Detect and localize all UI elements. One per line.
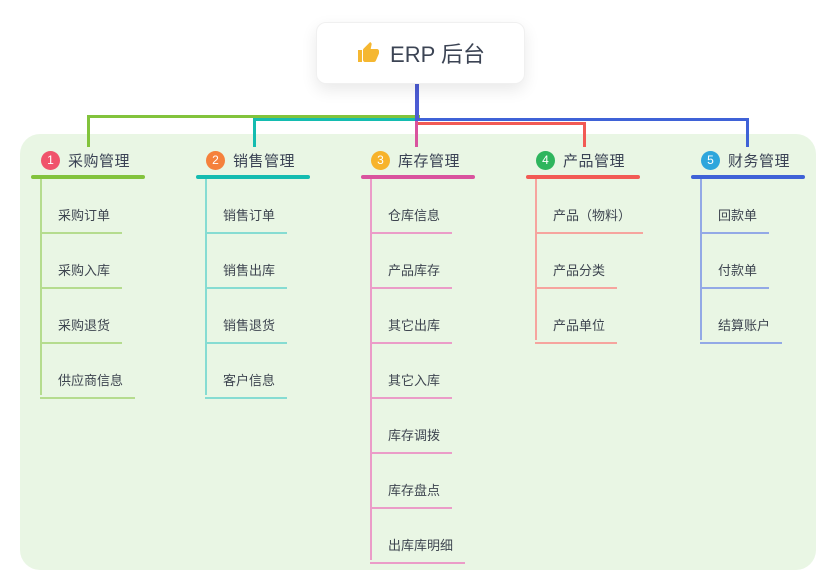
child-node-row: 客户信息 xyxy=(205,344,361,399)
branch-children: 回款单 付款单 结算账户 xyxy=(700,179,839,344)
child-node-row: 供应商信息 xyxy=(40,344,196,399)
child-node-row: 产品单位 xyxy=(535,289,691,344)
connector-branch2-vertical xyxy=(253,118,256,147)
branch-children-connector xyxy=(535,179,537,340)
branch-number-badge: 1 xyxy=(41,151,60,170)
child-node[interactable]: 采购入库 xyxy=(40,260,123,289)
child-node[interactable]: 供应商信息 xyxy=(40,370,136,399)
connector-branch1-horizontal xyxy=(87,115,420,118)
child-node[interactable]: 产品单位 xyxy=(535,315,618,344)
branch-children-connector xyxy=(370,179,372,560)
branch-purchase: 1 采购管理 采购订单 采购入库 采购退货 供应商信息 xyxy=(31,146,196,399)
connector-root-vertical xyxy=(415,82,419,121)
branch-number-badge: 3 xyxy=(371,151,390,170)
branch-node-purchase[interactable]: 1 采购管理 xyxy=(31,146,196,175)
child-node[interactable]: 回款单 xyxy=(700,205,770,234)
branch-node-inventory[interactable]: 3 库存管理 xyxy=(361,146,526,175)
child-node[interactable]: 其它入库 xyxy=(370,370,453,399)
child-node[interactable]: 产品库存 xyxy=(370,260,453,289)
child-node[interactable]: 销售退货 xyxy=(205,315,288,344)
branch-node-label: 销售管理 xyxy=(233,153,296,170)
branch-underline xyxy=(196,175,310,179)
child-node-row: 库存盘点 xyxy=(370,454,526,509)
branch-node-finance[interactable]: 5 财务管理 xyxy=(691,146,839,175)
branch-number-badge: 2 xyxy=(206,151,225,170)
child-node[interactable]: 销售订单 xyxy=(205,205,288,234)
child-node[interactable]: 仓库信息 xyxy=(370,205,453,234)
branch-children-connector xyxy=(205,179,207,395)
child-node-row: 产品库存 xyxy=(370,234,526,289)
child-node[interactable]: 采购订单 xyxy=(40,205,123,234)
connector-branch4-horizontal xyxy=(418,122,585,125)
branch-node-label: 采购管理 xyxy=(68,153,131,170)
child-node[interactable]: 产品分类 xyxy=(535,260,618,289)
branch-underline xyxy=(691,175,805,179)
child-node-row: 产品分类 xyxy=(535,234,691,289)
child-node-row: 采购订单 xyxy=(40,179,196,234)
child-node-row: 库存调拨 xyxy=(370,399,526,454)
child-node[interactable]: 付款单 xyxy=(700,260,770,289)
child-node[interactable]: 销售出库 xyxy=(205,260,288,289)
connector-branch3-vertical xyxy=(415,121,418,147)
branch-node-product[interactable]: 4 产品管理 xyxy=(526,146,691,175)
branch-finance: 5 财务管理 回款单 付款单 结算账户 xyxy=(691,146,839,344)
connector-branch2-horizontal xyxy=(253,118,420,121)
child-node[interactable]: 其它出库 xyxy=(370,315,453,344)
branch-number-badge: 4 xyxy=(536,151,555,170)
child-node-row: 采购入库 xyxy=(40,234,196,289)
branch-node-label: 财务管理 xyxy=(728,153,791,170)
child-node-row: 产品（物料） xyxy=(535,179,691,234)
branch-underline xyxy=(361,175,475,179)
branch-children: 采购订单 采购入库 采购退货 供应商信息 xyxy=(40,179,196,399)
child-node-row: 销售出库 xyxy=(205,234,361,289)
branch-node-label: 库存管理 xyxy=(398,153,461,170)
branch-number-badge: 5 xyxy=(701,151,720,170)
child-node-row: 出库库明细 xyxy=(370,509,526,564)
branch-children: 销售订单 销售出库 销售退货 客户信息 xyxy=(205,179,361,399)
child-node-row: 回款单 xyxy=(700,179,839,234)
child-node[interactable]: 产品（物料） xyxy=(535,205,644,234)
branch-children: 仓库信息 产品库存 其它出库 其它入库 库存调拨 库存盘点 出库库明细 xyxy=(370,179,526,564)
child-node-row: 结算账户 xyxy=(700,289,839,344)
thumbs-up-icon xyxy=(358,42,380,62)
connector-branch1-vertical xyxy=(87,115,90,147)
branch-children: 产品（物料） 产品分类 产品单位 xyxy=(535,179,691,344)
root-node[interactable]: ERP 后台 xyxy=(316,22,525,84)
mindmap-panel xyxy=(20,134,816,570)
branch-node-sales[interactable]: 2 销售管理 xyxy=(196,146,361,175)
root-node-label: ERP 后台 xyxy=(390,42,485,67)
child-node-row: 销售退货 xyxy=(205,289,361,344)
child-node[interactable]: 采购退货 xyxy=(40,315,123,344)
child-node-row: 销售订单 xyxy=(205,179,361,234)
branch-underline xyxy=(526,175,640,179)
child-node[interactable]: 出库库明细 xyxy=(370,535,466,564)
child-node-row: 付款单 xyxy=(700,234,839,289)
branch-node-label: 产品管理 xyxy=(563,153,626,170)
branch-sales: 2 销售管理 销售订单 销售出库 销售退货 客户信息 xyxy=(196,146,361,399)
branch-children-connector xyxy=(40,179,42,395)
child-node[interactable]: 库存盘点 xyxy=(370,480,453,509)
child-node-row: 采购退货 xyxy=(40,289,196,344)
child-node-row: 仓库信息 xyxy=(370,179,526,234)
child-node-row: 其它出库 xyxy=(370,289,526,344)
branch-product: 4 产品管理 产品（物料） 产品分类 产品单位 xyxy=(526,146,691,344)
connector-branch5-horizontal xyxy=(418,118,749,121)
child-node-row: 其它入库 xyxy=(370,344,526,399)
branch-underline xyxy=(31,175,145,179)
child-node[interactable]: 客户信息 xyxy=(205,370,288,399)
branch-inventory: 3 库存管理 仓库信息 产品库存 其它出库 其它入库 库存调拨 库存盘点 出库库… xyxy=(361,146,526,564)
child-node[interactable]: 库存调拨 xyxy=(370,425,453,454)
connector-branch4-vertical xyxy=(583,122,586,147)
branch-children-connector xyxy=(700,179,702,340)
child-node[interactable]: 结算账户 xyxy=(700,315,783,344)
connector-branch5-vertical xyxy=(746,118,749,147)
